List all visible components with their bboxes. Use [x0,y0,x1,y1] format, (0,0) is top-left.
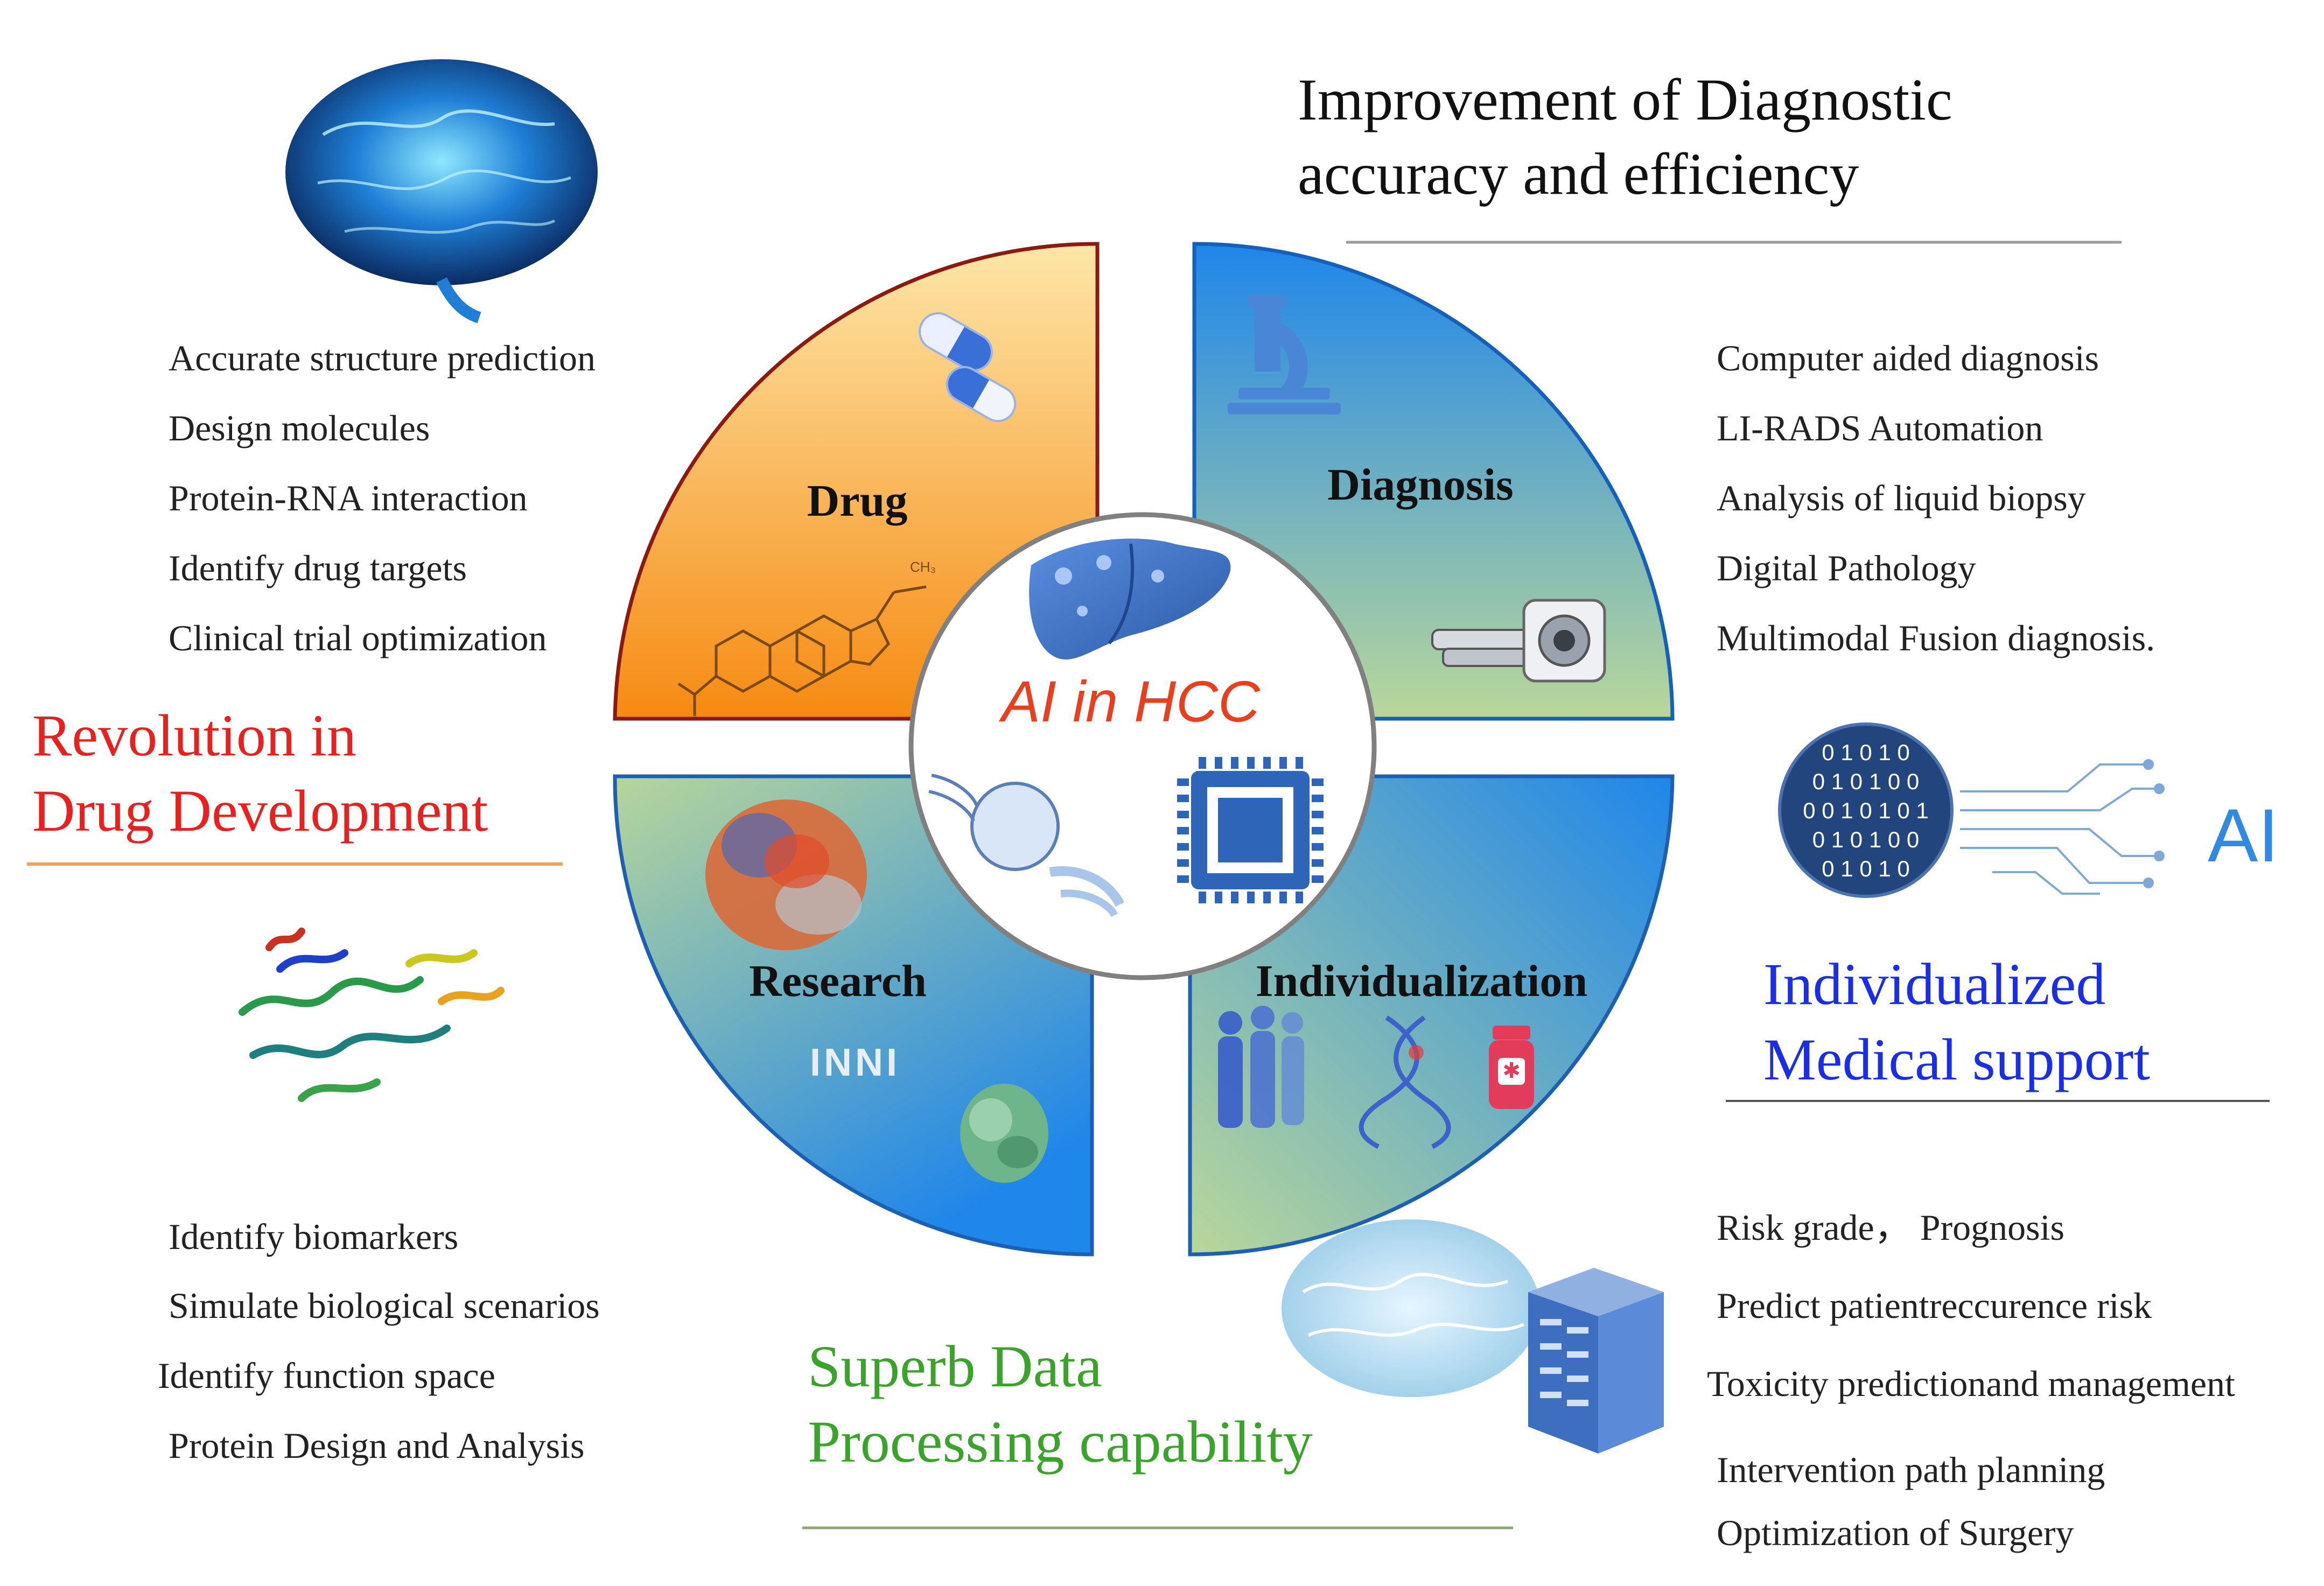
list-item: Protein-RNA interaction [169,478,528,518]
brain-outline-icon [1282,1219,1540,1397]
svg-text:0 1 0 1 0 0: 0 1 0 1 0 0 [1812,769,1920,794]
molecule-structure-icon [677,585,927,716]
list-item: LI-RADS Automation [1717,408,2043,448]
quadrant-label-research: Research [749,956,927,1006]
list-item: Accurate structure prediction [169,338,596,378]
patients-icon [1218,1006,1304,1128]
liver-icon [1029,538,1231,659]
protein-surface-icon [960,1084,1048,1183]
ai-label: AI [2208,793,2279,878]
list-item: Identify function space [158,1355,495,1396]
research-logo-text: INNI [810,1041,900,1084]
diagnostic-heading-line1: Improvement of Diagnostic [1298,67,1952,132]
list-item: Simulate biological scenarios [169,1285,600,1326]
robot-hand-icon [928,774,1125,917]
individual-list: Risk grade， Prognosis Predict patientrec… [1707,1207,2235,1553]
drug-dev-heading-line1: Revolution in [32,703,356,768]
list-item: Multimodal Fusion diagnosis. [1717,617,2155,658]
dna-icon [1359,1015,1451,1149]
data-heading-line2: Processing capability [808,1409,1313,1475]
data-heading-line1: Superb Data [808,1334,1102,1399]
list-item: Identify drug targets [169,548,467,588]
list-item: Digital Pathology [1717,548,1976,588]
individualized-heading-line1: Individualized [1763,951,2105,1017]
brain-network-icon [285,59,598,324]
protein-structure-icon [705,799,867,950]
binary-data-icon: 0 1 0 1 0 0 1 0 1 0 0 0 0 1 0 1 0 1 0 1 … [1778,722,1954,898]
pill-capsule-icon [919,312,1017,422]
svg-text:0 1 0 1 0: 0 1 0 1 0 [1822,856,1909,881]
microscope-icon [1228,295,1341,415]
quadrant-label-individualization: Individualization [1256,956,1587,1006]
cpu-chip-icon [1177,757,1324,903]
list-item: Design molecules [169,408,430,448]
diagnosis-list: Computer aided diagnosis LI-RADS Automat… [1717,338,2155,658]
quadrant-label-diagnosis: Diagnosis [1327,460,1513,510]
center-title: AI in HCC [998,669,1261,734]
list-item: Computer aided diagnosis [1717,338,2099,378]
dna-highlight-icon [1409,1045,1424,1060]
ribbon-protein-icon [239,928,505,1102]
list-item: Identify biomarkers [169,1216,458,1257]
list-item: Protein Design and Analysis [169,1425,585,1466]
individualized-heading-line2: Medical support [1763,1027,2150,1092]
list-item: Clinical trial optimization [169,617,547,658]
medicine-bottle-icon: ✱ [1489,1026,1534,1109]
svg-text:0 0 1 0 1 0 1: 0 0 1 0 1 0 1 [1803,798,1929,823]
circuit-lines-icon [1960,759,2165,895]
molecule-annotation: CH₃ [910,559,936,575]
list-item: Toxicity predictionand management [1707,1363,2235,1404]
svg-text:0 1 0 1 0: 0 1 0 1 0 [1822,740,1909,765]
list-item: Analysis of liquid biopsy [1717,478,2086,518]
svg-text:0 1 0 1 0 0: 0 1 0 1 0 0 [1812,827,1920,852]
quadrant-label-drug: Drug [807,476,908,526]
diagnostic-heading-line2: accuracy and efficiency [1298,141,1859,207]
drug-list: Accurate structure prediction Design mol… [169,338,596,658]
list-item: Risk grade， Prognosis [1717,1207,2064,1248]
ct-scanner-icon [1431,599,1606,683]
list-item: Optimization of Surgery [1717,1512,2074,1553]
server-icon [1528,1268,1664,1454]
svg-text:✱: ✱ [1502,1059,1521,1083]
list-item: Predict patientreccurence risk [1717,1285,2152,1326]
list-item: Intervention path planning [1717,1449,2105,1490]
drug-dev-heading-line2: Drug Development [32,778,488,844]
research-list: Identify biomarkers Simulate biological … [158,1216,600,1466]
